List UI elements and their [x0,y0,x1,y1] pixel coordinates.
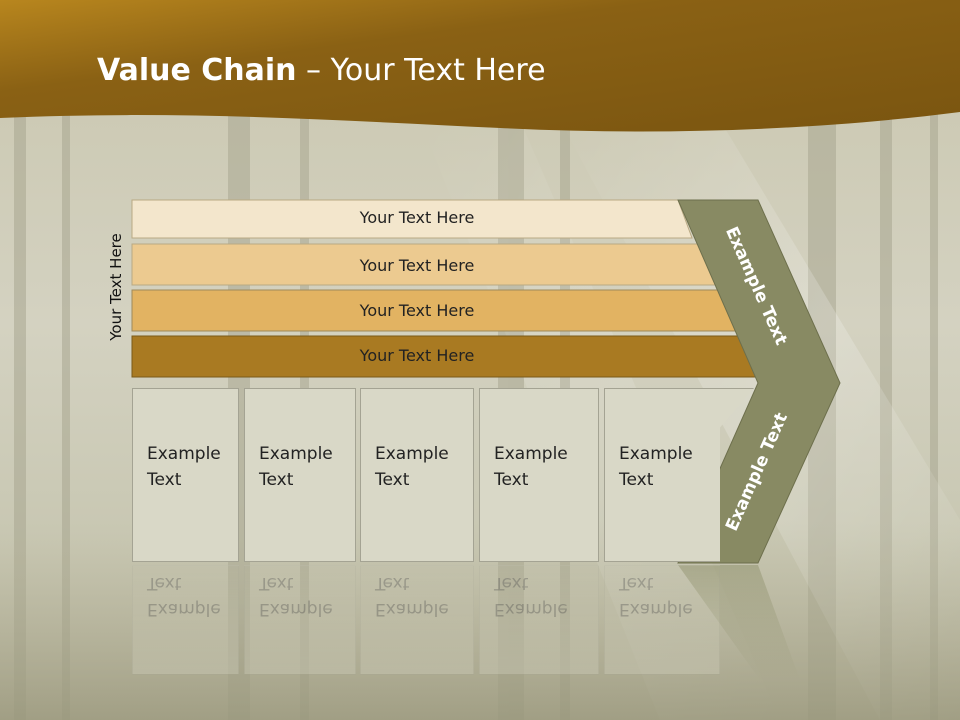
box-line2: Text [494,470,529,490]
header-band [0,0,960,132]
refl-line2: Text [259,573,294,593]
refl-line1: Example [259,599,333,619]
refl-line2: Text [375,573,410,593]
refl-line1: Example [494,599,568,619]
box-line1: Example [259,444,333,464]
box-line1: Example [619,444,693,464]
reflection-text: Example Text [494,570,568,622]
reflection-text: Example Text [619,570,693,622]
box-line2: Text [259,470,294,490]
box-reflection-5: Example Text [604,565,720,675]
box-reflection-3: Example Text [360,565,474,675]
bar-label-1: Your Text Here [359,208,475,227]
box-reflection-2: Example Text [244,565,356,675]
bar-label-3: Your Text Here [359,301,475,320]
refl-line2: Text [494,573,529,593]
box-line1: Example [147,444,221,464]
bar-label-2: Your Text Here [359,256,475,275]
box-reflection-1: Example Text [132,565,239,675]
reflection-text: Example Text [375,570,449,622]
reflection-text: Example Text [259,570,333,622]
refl-line2: Text [619,573,654,593]
bar-1 [131,199,693,239]
box-reflection-4: Example Text [479,565,599,675]
page-title: Value Chain – Your Text Here [97,53,546,88]
box-line2: Text [147,470,182,490]
refl-line2: Text [147,573,182,593]
side-label: Your Text Here [107,233,125,341]
refl-line1: Example [619,599,693,619]
refl-line1: Example [375,599,449,619]
reflection-text: Example Text [147,570,221,622]
chevron-reflection [678,565,800,680]
title-bold: Value Chain [97,53,297,88]
box-line2: Text [375,470,410,490]
bar-label-4: Your Text Here [359,346,475,365]
box-line1: Example [375,444,449,464]
title-rest: – Your Text Here [296,53,546,88]
box-line1: Example [494,444,568,464]
box-line2: Text [619,470,654,490]
refl-line1: Example [147,599,221,619]
